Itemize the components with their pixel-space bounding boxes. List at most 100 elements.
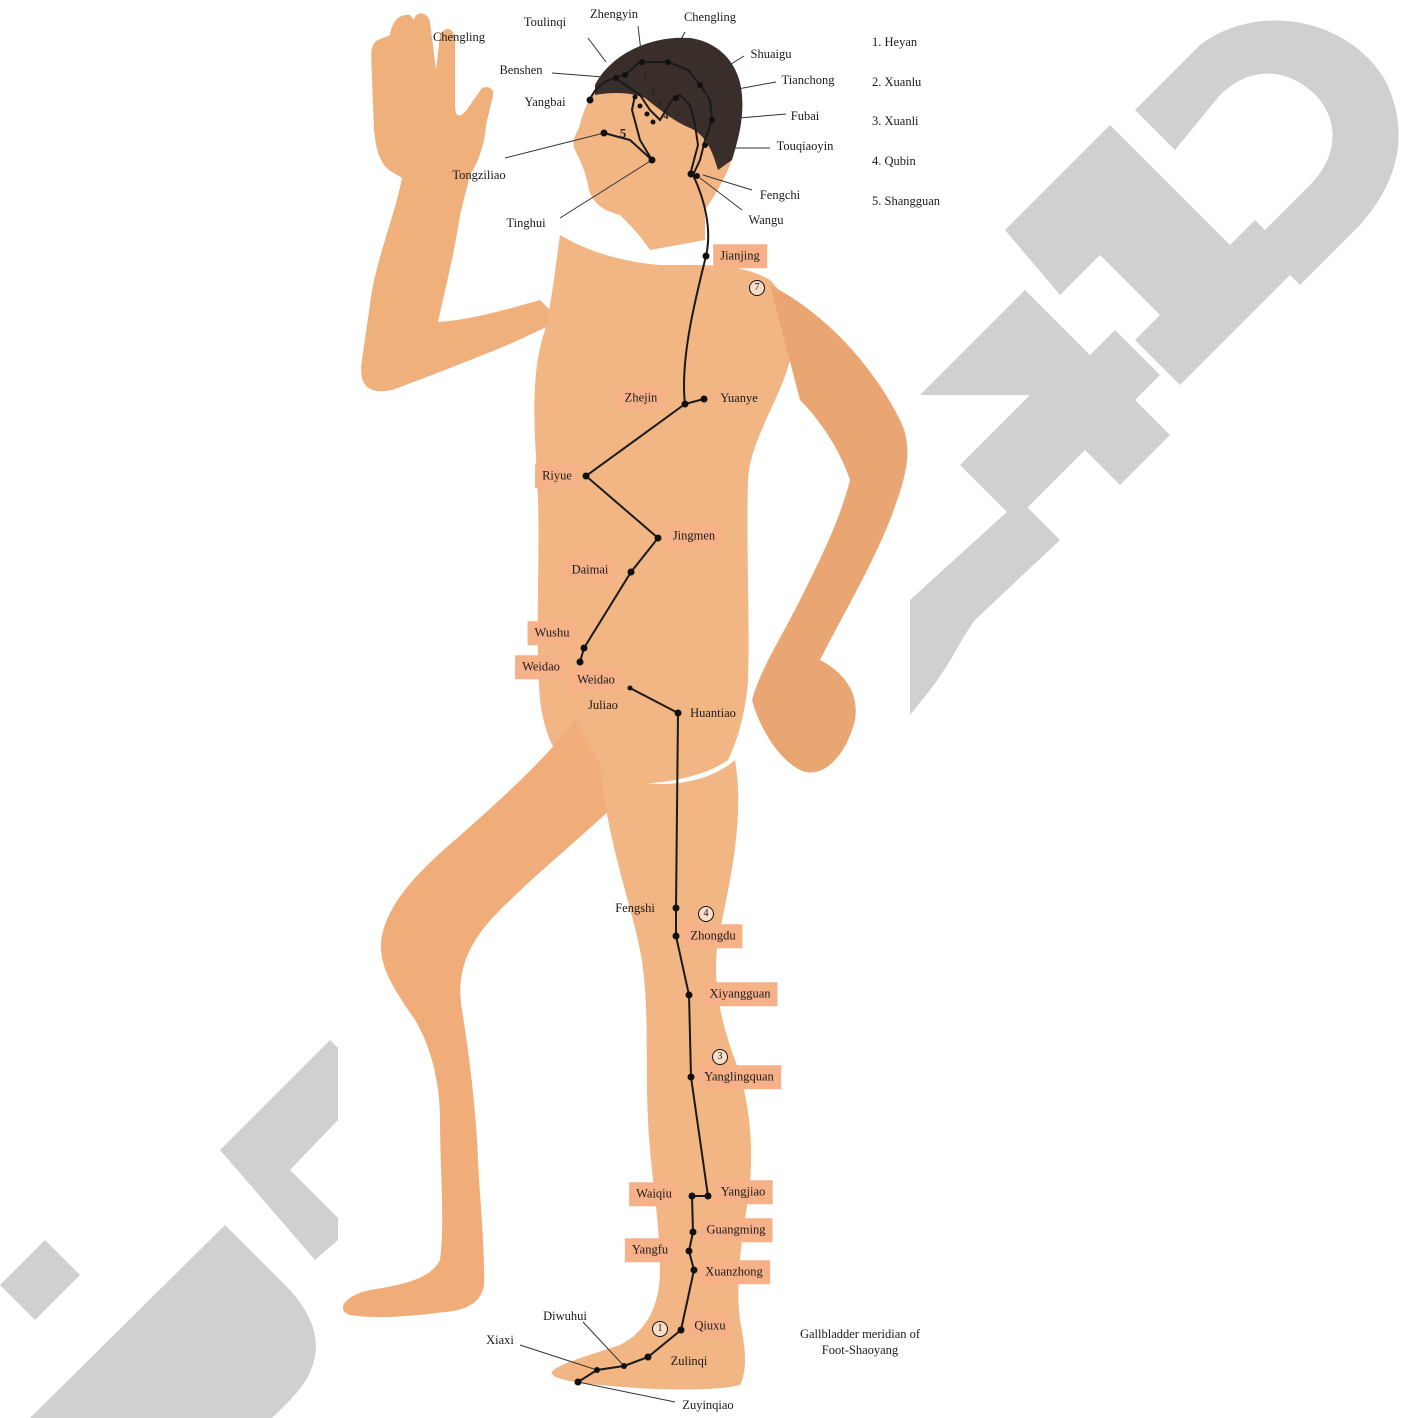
dot-yangjiao [705, 1193, 712, 1200]
circled-marker-4: 4 [698, 906, 714, 922]
label-shuaigu: Shuaigu [751, 48, 792, 61]
label-xiaxi: Xiaxi [486, 1334, 514, 1347]
label-tianchong: Tianchong [781, 74, 834, 87]
dot-fengshi [673, 905, 680, 912]
dot-diwuhui [621, 1363, 627, 1369]
label-qiuxu: Qiuxu [687, 1314, 732, 1338]
dot-yuanye [701, 396, 708, 403]
label-wangu: Wangu [748, 214, 783, 227]
circled-marker-3: 3 [712, 1049, 728, 1065]
label-fengshi: Fengshi [615, 902, 655, 915]
dot-xiyangguan [686, 992, 693, 999]
dot-touqiaoyin [702, 142, 708, 148]
dot-juliao [628, 686, 633, 691]
label-juliao: Juliao [588, 699, 618, 712]
label-riyue: Riyue [535, 464, 579, 488]
label-yuanye: Yuanye [720, 392, 758, 405]
legend-item-shangguan: 5. Shangguan [872, 195, 940, 208]
label-waiqiu: Waiqiu [629, 1182, 679, 1206]
dot-zhongdu [673, 933, 680, 940]
label-benshen: Benshen [499, 64, 542, 77]
label-weidao: Weidao [570, 668, 622, 692]
label-weidao-boxed: Weidao [515, 655, 567, 679]
label-diwuhui: Diwuhui [543, 1310, 587, 1323]
dot-wushu [581, 645, 588, 652]
dot-yanglingquan [688, 1074, 695, 1081]
label-tinghui: Tinghui [506, 217, 545, 230]
label-wushu: Wushu [528, 621, 577, 645]
dot-toulinqi [622, 72, 628, 78]
dot-zhengyin [639, 59, 645, 65]
dot-head-4 [651, 120, 656, 125]
circled-marker-7: 7 [749, 280, 765, 296]
dot-fubai [709, 117, 715, 123]
label-huantiao: Huantiao [690, 707, 736, 720]
dot-daimai [628, 569, 635, 576]
legend-item-qubin: 4. Qubin [872, 155, 916, 168]
face-number-5: 5 [620, 127, 627, 140]
dot-head-2 [638, 104, 643, 109]
dot-zuyinqiao [575, 1379, 582, 1386]
bent-leg [343, 720, 620, 1317]
label-chengling-left: Chengling [433, 31, 485, 44]
dot-riyue [583, 473, 590, 480]
legend-item-xuanlu: 2. Xuanlu [872, 76, 921, 89]
label-zhongdu: Zhongdu [683, 924, 742, 948]
figure-caption: Gallbladder meridian of Foot-Shaoyang [760, 1326, 960, 1359]
label-zhejin: Zhejin [618, 386, 665, 410]
label-guangming: Guangming [699, 1218, 772, 1242]
dot-wangu [694, 173, 700, 179]
label-jianjing: Jianjing [713, 244, 767, 268]
dot-tongziliao [601, 130, 608, 137]
label-toulinqi: Toulinqi [524, 16, 566, 29]
label-fengchi: Fengchi [760, 189, 800, 202]
caption-line-1: Gallbladder meridian of [760, 1326, 960, 1342]
label-yangfu: Yangfu [625, 1238, 675, 1262]
label-fubai: Fubai [791, 110, 819, 123]
label-touqiaoyin: Touqiaoyin [777, 140, 834, 153]
face-number-1: 1 [643, 74, 648, 84]
human-figure [343, 13, 907, 1389]
dot-tianchong [673, 95, 679, 101]
dot-xiaxi [594, 1367, 600, 1373]
dot-xuanzhong [691, 1267, 698, 1274]
label-xuanzhong: Xuanzhong [698, 1260, 770, 1284]
label-tongziliao: Tongziliao [452, 169, 505, 182]
dot-zulinqi [645, 1354, 652, 1361]
label-daimai: Daimai [565, 558, 616, 582]
dot-yangfu [686, 1248, 693, 1255]
dot-guangming [690, 1229, 697, 1236]
legend-item-heyan: 1. Heyan [872, 36, 917, 49]
dot-jianjing [703, 253, 710, 260]
label-zhengyin: Zhengyin [590, 8, 638, 21]
legend-item-xuanli: 3. Xuanli [872, 115, 919, 128]
dot-tinghui [649, 157, 656, 164]
label-jingmen: Jingmen [666, 524, 722, 548]
dot-chengling [665, 59, 671, 65]
dot-jingmen [655, 535, 662, 542]
label-yangjiao: Yangjiao [714, 1180, 773, 1204]
label-xiyangguan: Xiyangguan [702, 982, 777, 1006]
face-number-4: 4 [664, 112, 669, 122]
dot-huantiao [675, 710, 682, 717]
label-zuyinqiao: Zuyinqiao [682, 1399, 733, 1412]
dot-head-1 [633, 95, 638, 100]
label-yangbai: Yangbai [524, 96, 565, 109]
dot-shuaigu [697, 82, 703, 88]
face-number-3: 3 [658, 100, 663, 110]
dot-waiqiu [689, 1193, 696, 1200]
dot-head-3 [645, 112, 650, 117]
face-number-2: 2 [651, 88, 656, 98]
dot-yangbai [587, 97, 594, 104]
label-zulinqi: Zulinqi [671, 1355, 708, 1368]
dot-weidao [577, 659, 584, 666]
circled-marker-1: 1 [652, 1321, 668, 1337]
dot-fengchi [688, 171, 695, 178]
dot-benshen [613, 75, 619, 81]
label-chengling-top: Chengling [684, 11, 736, 24]
dot-qiuxu [678, 1327, 685, 1334]
dot-zhejin [682, 401, 689, 408]
caption-line-2: Foot-Shaoyang [760, 1342, 960, 1358]
label-yanglingquan: Yanglingquan [697, 1065, 781, 1089]
